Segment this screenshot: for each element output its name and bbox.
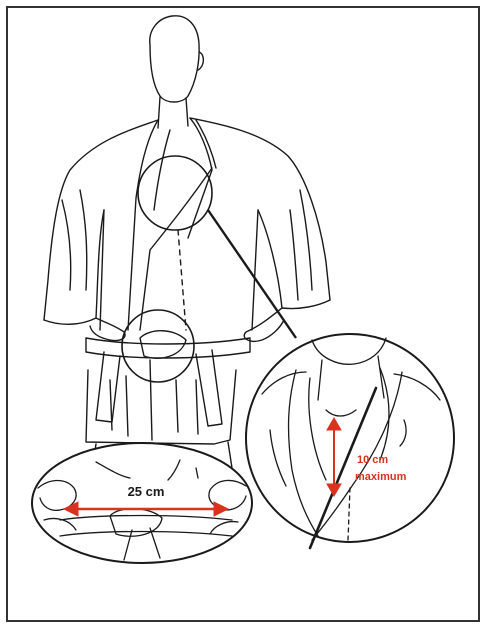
collar-detail-ring xyxy=(246,334,454,542)
belt-detail-ring xyxy=(32,443,252,563)
belt-width-label: 25 cm xyxy=(128,484,165,499)
belt-detail-view: 25 cm xyxy=(32,443,252,563)
collar-gap-note-label: maximum xyxy=(355,471,407,483)
collar-gap-value-label: 10 cm xyxy=(357,454,388,466)
